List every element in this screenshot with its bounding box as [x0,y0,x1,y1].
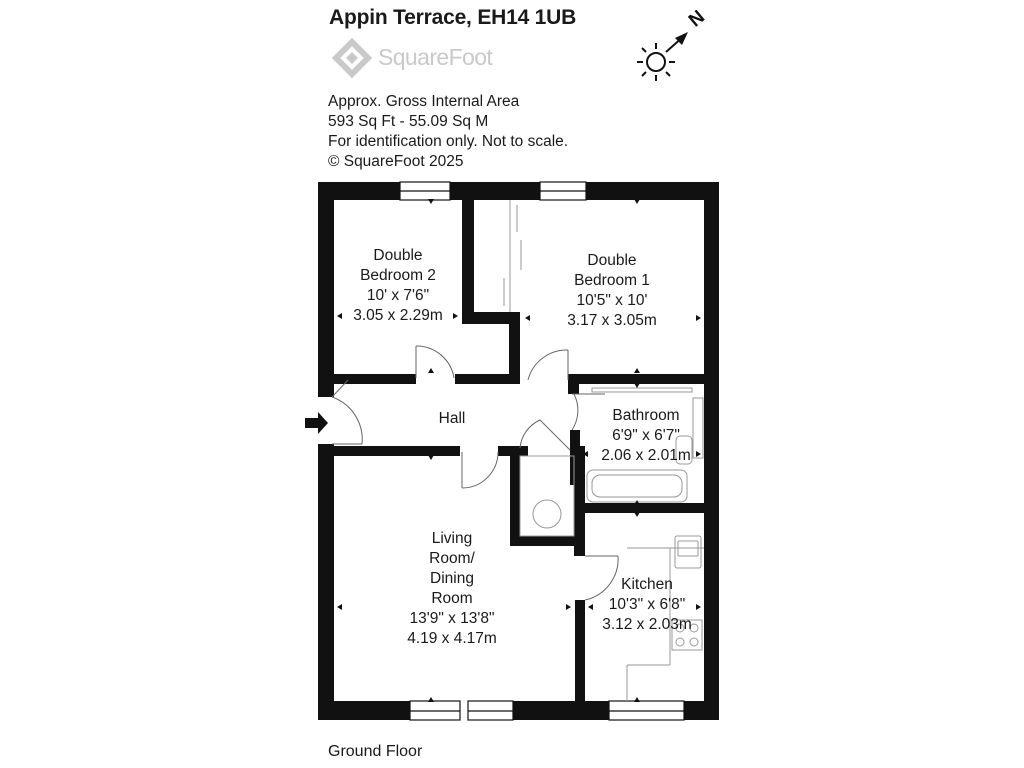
room-dimensions-metric: 3.05 x 2.29m [353,307,443,324]
room-label-bathroom: Bathroom 6'9" x 6'7" 2.06 x 2.01m [601,406,691,466]
room-name-line: Bedroom 1 [574,272,650,289]
doors [331,345,619,601]
room-name-line: Double [587,252,637,269]
dimension-arrows [337,199,701,702]
room-dimensions-imperial: 10'3" x 6'8" [608,596,686,613]
room-dimensions-imperial: 10' x 7'6" [366,287,430,304]
area-info: Approx. Gross Internal Area 593 Sq Ft - … [328,92,568,172]
room-name-line: Room [431,590,473,607]
room-label-bedroom1: Double Bedroom 1 10'5" x 10' 3.17 x 3.05… [567,251,657,331]
brand-name: SquareFoot [378,44,493,70]
area-info-line1: Approx. Gross Internal Area [328,93,520,110]
room-label-hall: Hall [439,409,466,429]
entrance-arrow-icon [305,412,328,434]
floor-label: Ground Floor [328,743,423,760]
windows [399,181,685,721]
room-name-line: Double [373,247,423,264]
property-address: Appin Terrace, EH14 1UB [329,6,577,29]
room-name-line: Hall [438,410,466,427]
room-label-kitchen: Kitchen 10'3" x 6'8" 3.12 x 2.03m [602,575,692,635]
compass-icon: N [637,10,709,81]
room-dimensions-metric: 4.19 x 4.17m [407,630,497,647]
room-name-line: Bedroom 2 [360,267,436,284]
fixtures [503,200,704,701]
room-name-line: Kitchen [621,576,673,593]
brand-logo: SquareFoot [330,37,510,84]
room-dimensions-imperial: 6'9" x 6'7" [612,427,680,444]
room-dimensions-imperial: 13'9" x 13'8" [409,610,495,627]
room-name-line: Dining [430,570,474,587]
room-dimensions-metric: 3.12 x 2.03m [602,616,692,633]
room-name-line: Living [431,530,473,547]
room-dimensions-metric: 2.06 x 2.01m [601,447,691,464]
squarefoot-logo-icon [331,37,373,79]
room-name-line: Bathroom [612,407,680,424]
area-info-line3: For identification only. Not to scale. [328,133,569,150]
room-name-line: Room/ [429,550,475,567]
copyright-line: © SquareFoot 2025 [328,153,464,170]
room-dimensions-metric: 3.17 x 3.05m [567,312,657,329]
room-label-bedroom2: Double Bedroom 2 10' x 7'6" 3.05 x 2.29m [353,246,443,326]
room-label-living: Living Room/ Dining Room 13'9" x 13'8" 4… [407,529,497,649]
area-info-line2: 593 Sq Ft - 55.09 Sq M [328,113,489,130]
room-dimensions-imperial: 10'5" x 10' [576,292,648,309]
walls [318,182,719,720]
